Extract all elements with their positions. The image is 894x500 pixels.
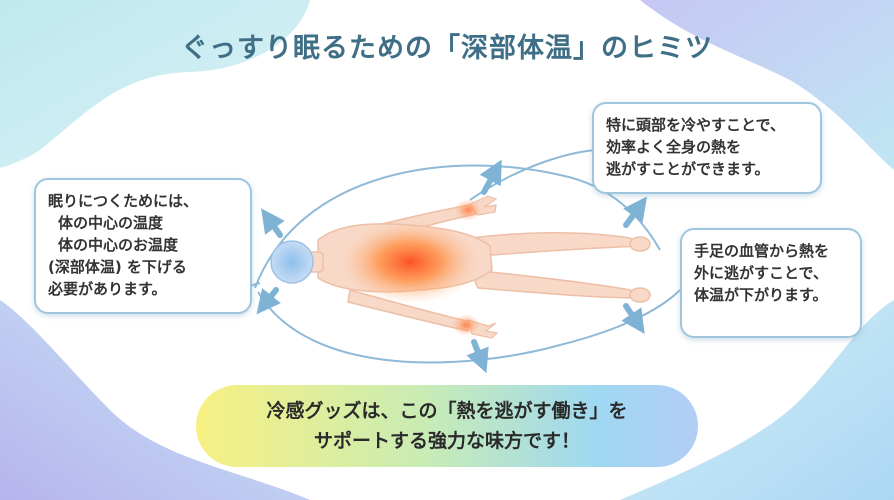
bg-blob-top-right: [640, 0, 894, 170]
bubble-top-right-line-1: 特に頭部を冷やすことで、: [606, 116, 785, 134]
connector-curve-bottom: [257, 289, 681, 364]
bubble-left-line-1: 眠りにつくためには、: [48, 192, 199, 210]
bubble-right-line-2: 外に逃がすことで、: [694, 264, 828, 282]
bubble-right-line-1: 手足の血管から熱を: [694, 242, 830, 260]
bubble-left-line-4: (深部体温) を下げる: [48, 258, 187, 276]
hand-heat-lower: [452, 314, 480, 336]
arrow-head-upleft-icon: [261, 208, 285, 238]
bubble-limb-heat-release: 手足の血管から熱を 外に逃がすことで、 体温が下がります。: [680, 228, 862, 338]
bubble-right-line-3: 体温が下がります。: [694, 286, 828, 304]
summary-banner: 冷感グッズは、この「熱を逃がす働き」を サポートする強力な味方です！: [196, 385, 698, 467]
page-title: ぐっすり眠るための「深部体温」のヒミツ: [181, 33, 713, 64]
bubble-core-temperature: 眠りにつくためには、 体の中心の温度 体の中心のお温度 (深部体温) を下げる …: [34, 178, 252, 314]
bubble-left-line-3: 体の中心のお温度: [58, 236, 179, 254]
head: [270, 240, 314, 284]
bubble-left-line-5: 必要があります。: [48, 280, 167, 298]
bg-blob-bottom-left: [0, 300, 310, 500]
bubble-head-cooling: 特に頭部を冷やすことで、 効率よく全身の熱を 逃がすことができます。: [592, 102, 822, 194]
bg-blob-bottom-right: [620, 300, 894, 500]
connector-curve-top-right: [469, 149, 601, 201]
arrow-head-downleft-icon: [256, 287, 281, 315]
arrow-foot-down-icon: [621, 303, 645, 334]
core-heat-glow: [340, 220, 480, 304]
bubble-top-right-line-2: 効率よく全身の熱を: [606, 138, 742, 156]
bubble-top-right-line-3: 逃がすことができます。: [606, 160, 770, 178]
arrow-hand-down-icon: [466, 339, 489, 374]
upper-leg: [468, 231, 645, 257]
bubble-left-line-2: 体の中心の温度: [58, 214, 164, 232]
arrow-hand-up-icon: [479, 159, 502, 195]
lower-leg: [468, 269, 643, 299]
arrow-foot-up-icon: [623, 196, 648, 228]
banner-line-2: サポートする強力な味方です！: [313, 430, 580, 452]
hand-heat-upper: [454, 199, 482, 221]
foot-lower: [629, 287, 651, 303]
banner-line-1: 冷感グッズは、この「熱を逃がす働き」を: [266, 400, 628, 422]
heat-escape-arrows: [256, 159, 648, 374]
foot-upper: [629, 236, 651, 252]
bg-blob-top-left: [0, 0, 310, 168]
